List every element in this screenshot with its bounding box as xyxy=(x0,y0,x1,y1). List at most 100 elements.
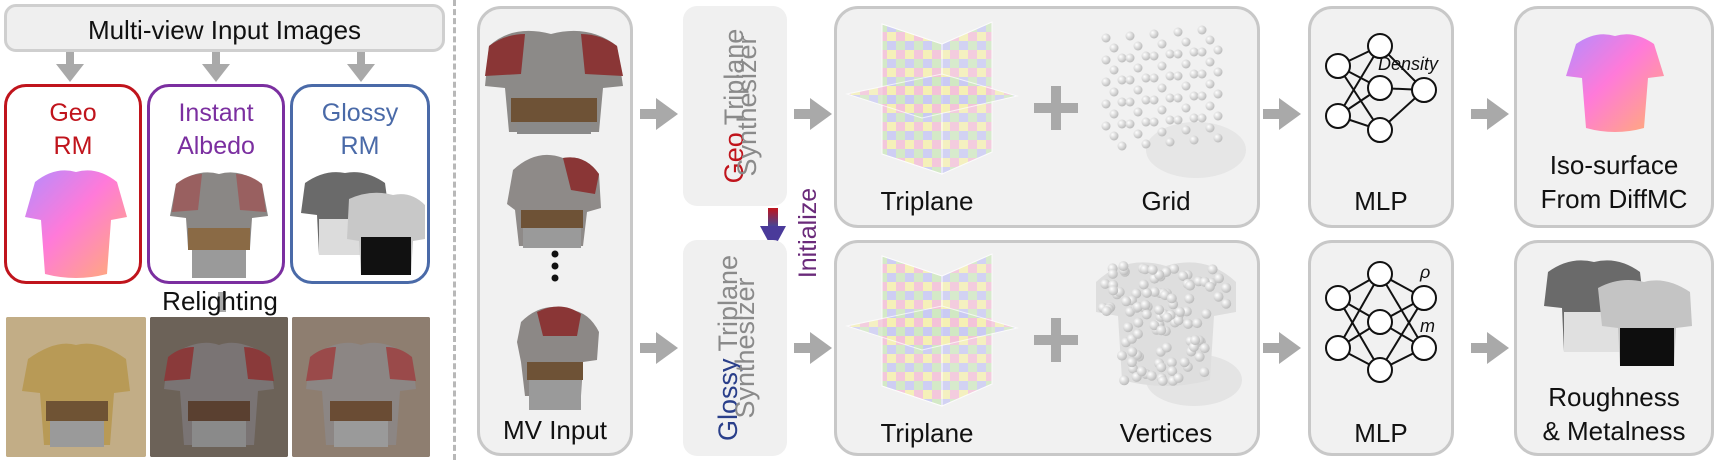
initialize-label: Initialize xyxy=(794,187,822,279)
vertex-point xyxy=(1127,346,1138,357)
vertex-point xyxy=(1161,342,1172,353)
grid-point xyxy=(1189,69,1199,79)
vertex-point xyxy=(1149,320,1160,331)
albedo-label-1: Instant xyxy=(178,99,254,127)
vertex-point xyxy=(1213,291,1224,302)
mlp-bottom-output-m: m xyxy=(1420,316,1435,336)
vertex-point xyxy=(1126,357,1137,368)
vertex-point xyxy=(1141,287,1152,298)
grid-point xyxy=(1181,37,1191,47)
vertex-point xyxy=(1207,264,1218,275)
relighting-label: Relighting xyxy=(162,286,278,316)
grid-point xyxy=(1165,93,1175,103)
triplane-bottom-graphic xyxy=(845,253,1019,407)
roughness-metalness-map xyxy=(1544,260,1692,366)
grid-point xyxy=(1189,91,1199,101)
vertex-point xyxy=(1140,264,1150,275)
grid-point xyxy=(1189,135,1199,145)
albedo-label-2: Albedo xyxy=(177,132,255,160)
glossy-rm-label-2: RM xyxy=(340,132,380,160)
grid-point xyxy=(1133,107,1143,117)
vertex-point xyxy=(1118,261,1129,272)
albedo-armor-image xyxy=(170,172,268,278)
mlp-top-output-label: Density xyxy=(1378,54,1439,74)
grid-point xyxy=(1149,73,1159,83)
grid-point xyxy=(1181,59,1191,69)
grid-point xyxy=(1117,53,1127,63)
mlp-top-network xyxy=(1325,33,1437,143)
grid-point xyxy=(1157,61,1167,71)
grid-point xyxy=(1109,131,1119,141)
vertex-point xyxy=(1107,268,1118,279)
vertex-point xyxy=(1190,335,1201,346)
vertex-point xyxy=(1185,280,1195,291)
grid-point xyxy=(1101,55,1111,65)
grid-point xyxy=(1109,109,1119,119)
grid-point xyxy=(1173,93,1183,103)
grid-point xyxy=(1133,41,1143,51)
grid-point xyxy=(1149,117,1159,127)
grid-point xyxy=(1141,73,1151,83)
vertex-point xyxy=(1169,263,1180,274)
grid-point xyxy=(1125,119,1135,129)
vertex-point xyxy=(1178,271,1189,281)
grid-point xyxy=(1213,45,1223,55)
albedo-box: Instant Albedo xyxy=(147,84,285,284)
grid-point xyxy=(1157,83,1167,93)
vertex-point xyxy=(1132,328,1143,339)
vertex-point xyxy=(1132,301,1143,312)
vertex-point xyxy=(1156,362,1167,373)
vertex-point xyxy=(1174,306,1185,317)
vertex-point xyxy=(1162,312,1173,323)
input-title: Multi-view Input Images xyxy=(87,15,362,45)
vertex-point xyxy=(1146,370,1157,381)
plus-icon-bottom xyxy=(1034,318,1078,362)
vertex-point xyxy=(1221,298,1232,309)
glossy-synthesizer-panel xyxy=(683,240,787,456)
vertices-label: Vertices xyxy=(1119,418,1213,448)
glossy-rm-box: Glossy RM xyxy=(290,84,430,284)
vertex-point xyxy=(1117,350,1127,361)
vertex-point xyxy=(1194,351,1205,362)
grid-point xyxy=(1165,137,1175,147)
top-triplane-label: Triplane xyxy=(880,186,974,216)
vertex-point xyxy=(1100,278,1111,289)
iso-surface-shirt xyxy=(1566,34,1664,133)
grid-point xyxy=(1189,113,1199,123)
grid-point xyxy=(1109,43,1119,53)
grid-point xyxy=(1133,85,1143,95)
initialize-arrow xyxy=(760,208,786,250)
vertex-point xyxy=(1173,372,1184,383)
title-arrows xyxy=(56,52,375,82)
grid-point xyxy=(1205,35,1215,45)
grid-point xyxy=(1157,105,1167,115)
geo-rm-box: Geo RM xyxy=(4,84,142,284)
grid-point xyxy=(1213,67,1223,77)
grid-point xyxy=(1173,115,1183,125)
grid-point xyxy=(1117,97,1127,107)
vertex-point xyxy=(1156,325,1167,336)
grid-point xyxy=(1125,31,1135,41)
grid-point xyxy=(1141,95,1151,105)
grid-point xyxy=(1109,87,1119,97)
vertex-point xyxy=(1166,293,1177,304)
grid-point xyxy=(1125,75,1135,85)
vertex-point xyxy=(1204,281,1215,292)
grid-point xyxy=(1197,113,1207,123)
grid-point xyxy=(1157,127,1167,137)
grid-point xyxy=(1181,103,1191,113)
grid-point xyxy=(1125,53,1135,63)
vertex-point xyxy=(1184,293,1195,304)
grid-point xyxy=(1165,115,1175,125)
grid-label: Grid xyxy=(1141,186,1191,216)
grid-point xyxy=(1197,69,1207,79)
grid-point xyxy=(1125,97,1135,107)
glossy-synthesizer-label-2: Synthesizer xyxy=(730,277,760,419)
mv-input-images xyxy=(485,30,623,410)
geo-rm-label-2: RM xyxy=(53,132,93,160)
section-divider xyxy=(453,0,456,460)
vertex-point xyxy=(1119,375,1130,386)
glossy-rm-map-image xyxy=(301,172,425,275)
roughness-label-2: & Metalness xyxy=(1542,416,1686,446)
